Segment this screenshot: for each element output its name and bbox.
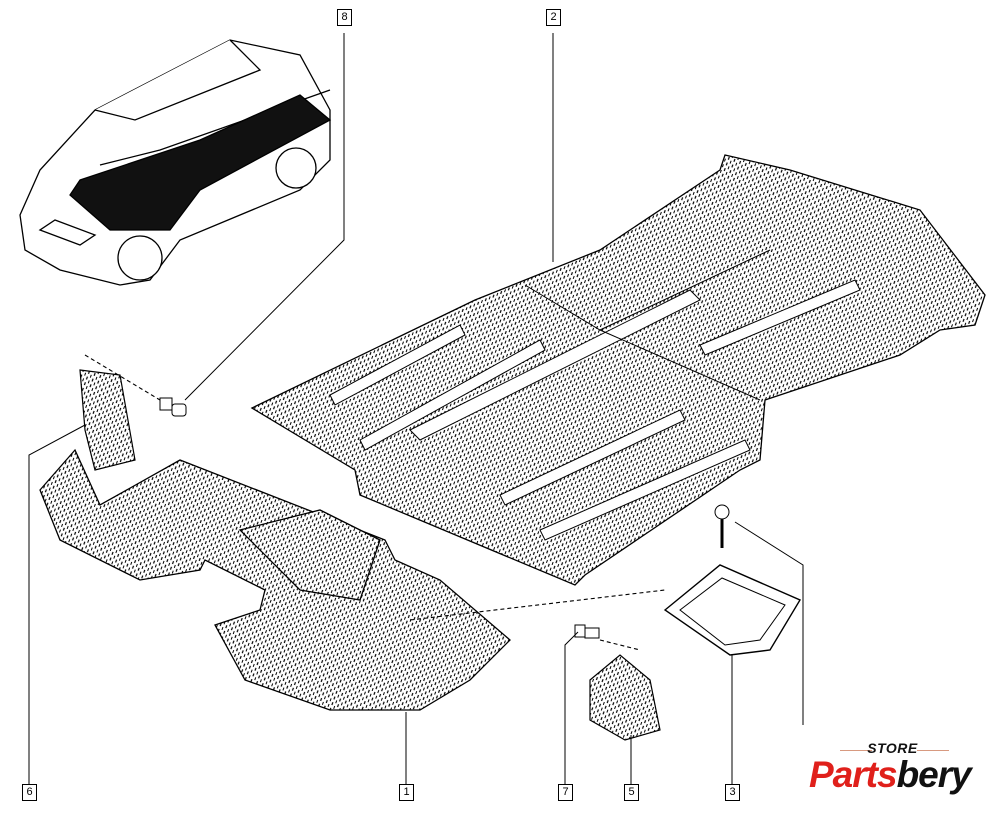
screw-3	[714, 504, 730, 548]
callout-1: 1	[399, 784, 414, 801]
callout-5: 5	[624, 784, 639, 801]
logo-store-text: STORE	[867, 740, 918, 756]
partsbery-store-logo: STORE Partsbery	[805, 738, 980, 808]
callout-7: 7	[558, 784, 573, 801]
front-floor-covering	[39, 448, 511, 711]
clip-8	[159, 397, 187, 417]
callout-6: 6	[22, 784, 37, 801]
callout-8: 8	[337, 9, 352, 26]
logo-brand: Partsbery	[809, 754, 972, 796]
logo-rule	[917, 750, 949, 751]
rear-floor-covering	[250, 154, 986, 586]
duct-part-5	[589, 654, 661, 741]
callout-2: 2	[546, 9, 561, 26]
storage-tray	[663, 564, 802, 656]
logo-brand-red: Parts	[809, 754, 898, 795]
trim-bracket	[79, 369, 136, 471]
callout-3: 3	[725, 784, 740, 801]
logo-brand-black: bery	[896, 754, 972, 795]
vehicle-overview-illustration	[19, 39, 332, 286]
bolt-7	[574, 624, 600, 639]
logo-rule	[840, 750, 872, 751]
